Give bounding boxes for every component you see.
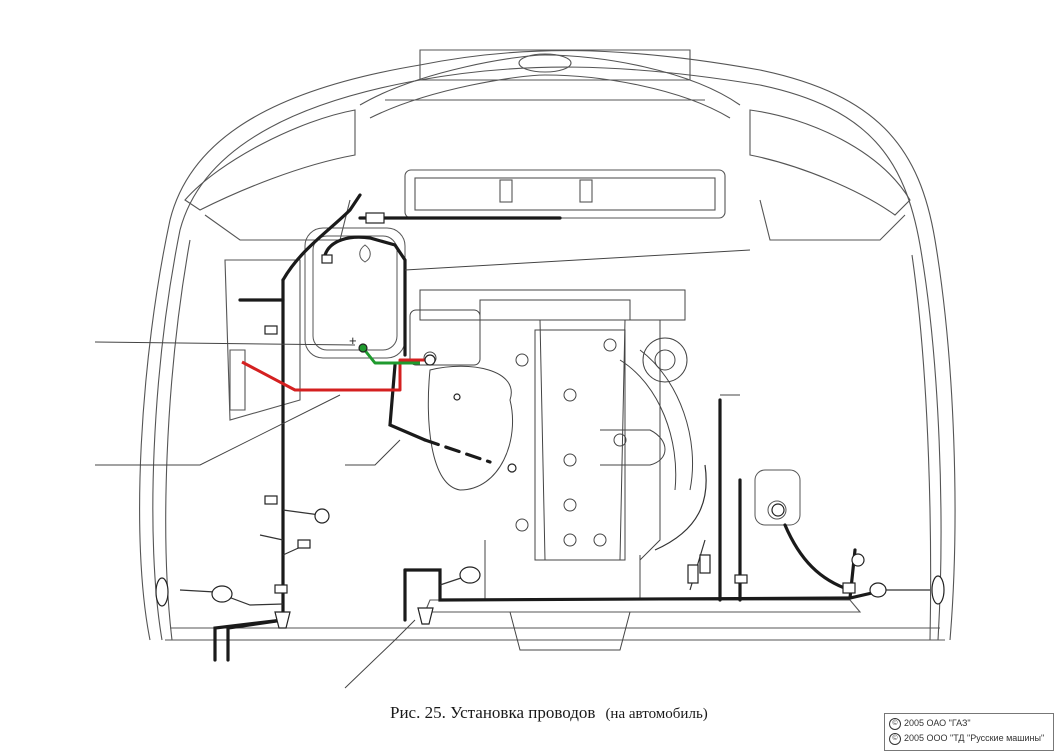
connectors	[155, 212, 945, 629]
right-washer-reservoir	[754, 469, 801, 526]
copyright-text-1: 2005 ОАО "ГАЗ"	[904, 718, 971, 728]
caption-sub: (на автомобиль)	[605, 706, 708, 722]
battery-plus-terminal-label: +	[349, 333, 357, 348]
copyright-icon: ©	[889, 717, 901, 730]
vehicle-body-outline	[139, 49, 956, 641]
copyright-line-2: ©2005 ООО "ТД "Русские машины"	[889, 731, 1049, 746]
green-wire	[361, 347, 420, 365]
engine-block	[409, 289, 694, 651]
figure-caption: Рис. 25. Установка проводов (на автомобил…	[390, 703, 708, 723]
wire-harness	[213, 193, 887, 662]
red-wire	[241, 358, 430, 392]
copyright-text-2: 2005 ООО "ТД "Русские машины"	[904, 733, 1045, 743]
leader-lines	[94, 249, 751, 689]
copyright-box: ©2005 ОАО "ГАЗ" ©2005 ООО "ТД "Русские м…	[884, 713, 1054, 751]
copyright-line-1: ©2005 ОАО "ГАЗ"	[889, 716, 1049, 731]
caption-main: Рис. 25. Установка проводов	[390, 703, 596, 722]
wiring-diagram: +	[94, 49, 956, 689]
thin-wires	[179, 464, 930, 606]
copyright-icon: ©	[889, 732, 901, 745]
